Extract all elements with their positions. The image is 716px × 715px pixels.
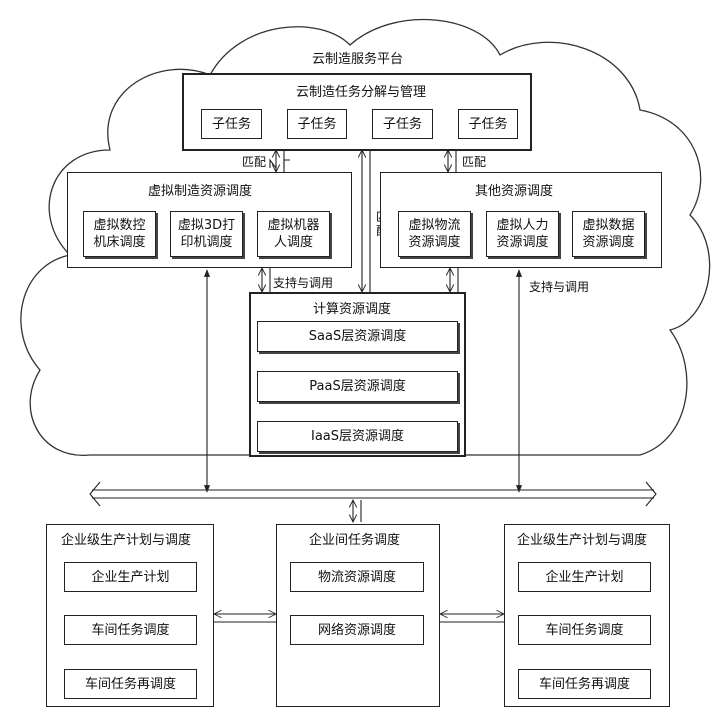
enterprise-left-title: 企业级生产计划与调度 bbox=[61, 533, 192, 548]
support-label-left: 支持与调用 bbox=[273, 276, 334, 290]
enterprise-right-workshop-rescheduling: 车间任务再调度 bbox=[518, 669, 651, 699]
subtask-node: 子任务 bbox=[201, 109, 262, 139]
match-label-right: 匹配 bbox=[462, 155, 487, 169]
virtual-hr-scheduling: 虚拟人力 资源调度 bbox=[486, 211, 559, 257]
virtual-manufacturing-title: 虚拟制造资源调度 bbox=[148, 184, 253, 199]
enterprise-right-workshop-scheduling: 车间任务调度 bbox=[518, 615, 651, 645]
enterprise-left-workshop-scheduling: 车间任务调度 bbox=[64, 615, 197, 645]
virtual-3d-printer-scheduling: 虚拟3D打 印机调度 bbox=[170, 211, 243, 257]
match-label-left: 匹配 bbox=[242, 155, 267, 169]
saas-layer: SaaS层资源调度 bbox=[257, 321, 458, 352]
subtask-node: 子任务 bbox=[458, 109, 518, 139]
virtual-data-scheduling: 虚拟数据 资源调度 bbox=[572, 211, 645, 257]
task-management-title: 云制造任务分解与管理 bbox=[296, 85, 427, 100]
network-resource-scheduling: 网络资源调度 bbox=[290, 615, 424, 645]
other-resources-title: 其他资源调度 bbox=[475, 184, 554, 199]
cloud-outline bbox=[20, 18, 711, 456]
support-label-right: 支持与调用 bbox=[529, 280, 590, 294]
logistics-resource-scheduling: 物流资源调度 bbox=[290, 562, 424, 592]
virtual-robot-scheduling: 虚拟机器 人调度 bbox=[257, 211, 330, 257]
virtual-logistics-scheduling: 虚拟物流 资源调度 bbox=[398, 211, 471, 257]
paas-layer: PaaS层资源调度 bbox=[257, 371, 458, 402]
enterprise-right-production-plan: 企业生产计划 bbox=[518, 562, 651, 592]
subtask-node: 子任务 bbox=[287, 109, 347, 139]
enterprise-right-title: 企业级生产计划与调度 bbox=[517, 533, 648, 548]
compute-resources-title: 计算资源调度 bbox=[313, 302, 392, 317]
enterprise-left-workshop-rescheduling: 车间任务再调度 bbox=[64, 669, 197, 699]
subtask-node: 子任务 bbox=[372, 109, 433, 139]
iaas-layer: IaaS层资源调度 bbox=[257, 421, 458, 452]
virtual-cnc-scheduling: 虚拟数控 机床调度 bbox=[83, 211, 156, 257]
cloud-platform-title: 云制造服务平台 bbox=[312, 52, 404, 67]
enterprise-left-production-plan: 企业生产计划 bbox=[64, 562, 197, 592]
inter-enterprise-title: 企业间任务调度 bbox=[309, 533, 401, 548]
